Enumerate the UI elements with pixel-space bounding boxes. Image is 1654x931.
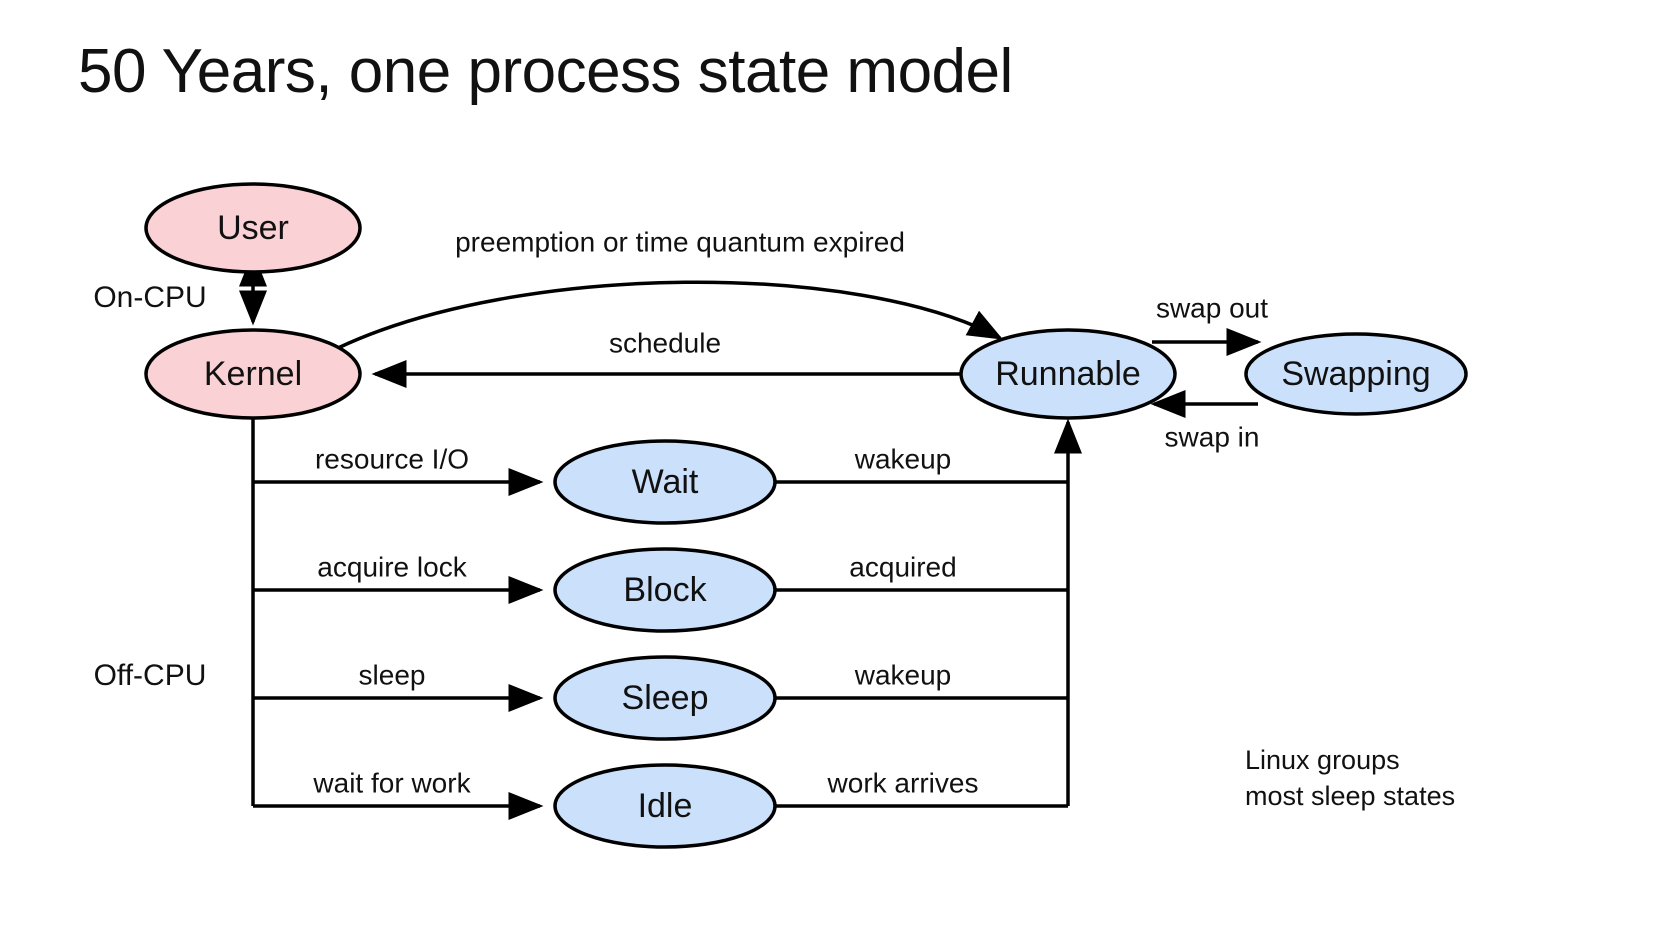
- node-sleep-label: Sleep: [622, 679, 709, 717]
- edge-label-swap-in: swap in: [1165, 421, 1260, 452]
- node-user-shape[interactable]: [144, 182, 362, 274]
- node-block[interactable]: Block: [553, 547, 777, 633]
- node-idle[interactable]: Idle: [553, 763, 777, 849]
- edge-label-wakeup-sleep: wakeup: [854, 659, 952, 690]
- edge-label-preemption: preemption or time quantum expired: [455, 226, 905, 257]
- node-wait-shape[interactable]: [553, 439, 777, 525]
- node-wait[interactable]: Wait: [553, 439, 777, 525]
- edge-label-wait-for-work: wait for work: [312, 767, 471, 798]
- node-swapping[interactable]: Swapping: [1244, 332, 1468, 416]
- edge-label-acquire-lock: acquire lock: [317, 551, 467, 582]
- edge-label-resource-io: resource I/O: [315, 443, 469, 474]
- edge-label-schedule: schedule: [609, 327, 721, 358]
- node-user[interactable]: User: [144, 182, 362, 274]
- edge-label-acquired: acquired: [849, 551, 956, 582]
- group-label-off-cpu: Off-CPU: [94, 659, 207, 692]
- edge-label-wakeup-wait: wakeup: [854, 443, 952, 474]
- node-runnable-label: Runnable: [995, 355, 1141, 393]
- node-sleep-shape[interactable]: [553, 655, 777, 741]
- edge-label-work-arrives: work arrives: [827, 767, 979, 798]
- node-wait-label: Wait: [632, 463, 699, 501]
- group-label-on-cpu: On-CPU: [93, 281, 206, 314]
- node-swapping-shape[interactable]: [1244, 332, 1468, 416]
- node-runnable[interactable]: Runnable: [959, 328, 1177, 420]
- edge-label-sleep: sleep: [359, 659, 426, 690]
- node-block-shape[interactable]: [553, 547, 777, 633]
- node-sleep[interactable]: Sleep: [553, 655, 777, 741]
- node-runnable-shape[interactable]: [959, 328, 1177, 420]
- node-idle-label: Idle: [638, 787, 693, 825]
- node-idle-shape[interactable]: [553, 763, 777, 849]
- node-swapping-label: Swapping: [1281, 355, 1430, 393]
- node-block-label: Block: [623, 571, 707, 609]
- edge-label-swap-out: swap out: [1156, 292, 1268, 323]
- edge-preemption-path: [337, 280, 1004, 350]
- node-user-label: User: [217, 209, 289, 247]
- node-kernel[interactable]: Kernel: [144, 328, 362, 420]
- edge-preemption: [337, 280, 1004, 350]
- page-title: 50 Years, one process state model: [78, 37, 1013, 106]
- node-kernel-label: Kernel: [204, 355, 302, 393]
- note-linux-groups-line1: Linux groups: [1245, 745, 1400, 775]
- note-linux-groups-line2: most sleep states: [1245, 781, 1455, 811]
- node-kernel-shape[interactable]: [144, 328, 362, 420]
